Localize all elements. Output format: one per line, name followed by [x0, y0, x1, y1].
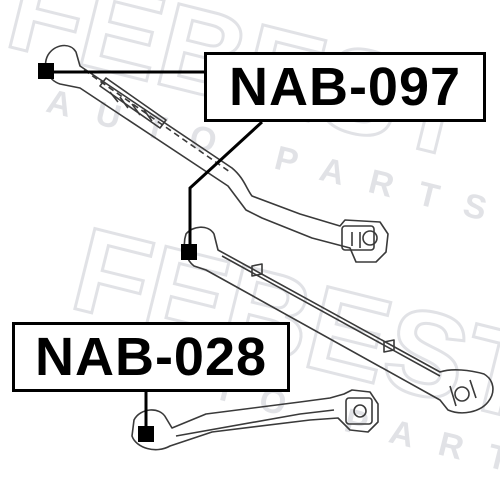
bushing-marker-lower-arm: [138, 426, 154, 442]
bushing-marker-upper-arm: [38, 63, 54, 79]
leader-line-top-link: [188, 120, 264, 252]
part-number-label-top: NAB-097: [204, 52, 486, 122]
lower-control-arm: [131, 389, 379, 451]
part-number-label-bottom: NAB-028: [12, 322, 290, 392]
lateral-link: [183, 226, 494, 414]
bushing-marker-lateral-link: [181, 244, 197, 260]
bushing-markers: [38, 63, 197, 442]
upper-control-arm: [44, 44, 389, 263]
